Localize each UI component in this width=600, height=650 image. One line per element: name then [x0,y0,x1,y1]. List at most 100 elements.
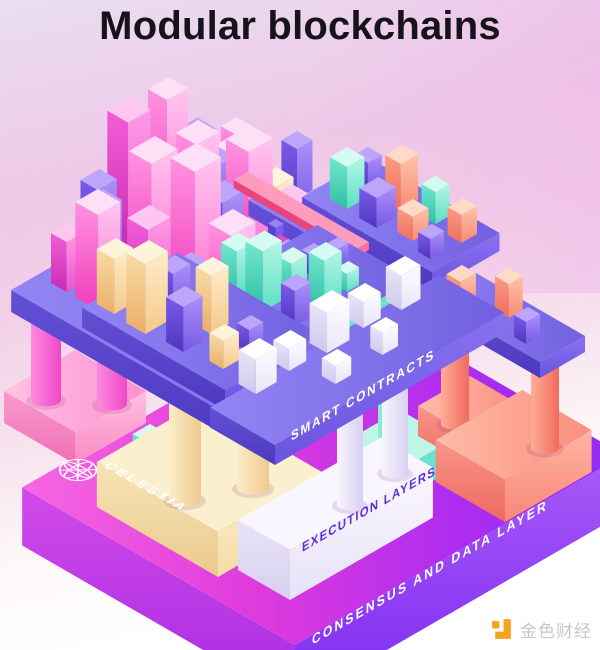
iso-face [148,217,171,315]
pillar-shadow [164,491,206,511]
iso-face [197,127,215,208]
iso-face [412,208,429,241]
iso-face [432,233,500,290]
iso-face [156,310,174,360]
iso-face [212,326,232,382]
iso-face [331,255,339,270]
iso-face [183,296,203,352]
iso-face [258,167,294,187]
iso-face [333,254,349,303]
iso-face [418,266,585,362]
iso-face [166,286,203,307]
iso-face [434,319,442,334]
iso-face [243,232,282,254]
iso-face [446,274,461,308]
iso-face [514,315,527,344]
iso-face [153,180,171,248]
iso-face [236,126,252,190]
iso-face [238,437,433,550]
celestia-logo-icon [58,458,98,482]
iso-face [297,140,313,219]
iso-face [51,233,67,292]
iso-face [434,315,450,324]
iso-face [421,176,450,192]
iso-face [180,117,215,138]
iso-face [82,307,225,410]
iso-face [101,253,140,275]
iso-face [107,110,129,248]
iso-face [75,202,98,310]
iso-face [151,149,178,279]
iso-face [132,434,150,462]
iso-face [212,147,228,201]
iso-face [96,462,218,577]
support-pillar [97,360,127,411]
iso-face [195,257,229,276]
iso-face [300,256,337,277]
iso-face [295,239,304,254]
smart-contracts-label: SMART CONTRACTS [291,346,435,444]
iso-face [336,261,359,274]
iso-face [400,154,419,210]
iso-face [145,251,168,334]
iso-face [251,362,268,401]
support-pillar [531,365,559,454]
iso-face [96,238,134,259]
iso-face [124,247,154,264]
iso-face [286,251,310,349]
iso-face [138,255,154,294]
iso-face [540,336,585,378]
iso-face [96,249,115,314]
iso-face [175,133,197,245]
iso-face [166,297,184,352]
iso-face [107,97,151,123]
iso-face [22,487,295,650]
cream-pedestal [96,372,322,577]
iso-face [355,242,369,258]
iso-face [385,267,402,310]
iso-face [209,333,224,369]
iso-face [189,264,213,347]
iso-face [273,330,307,349]
iso-face [245,295,471,447]
iso-face [170,143,221,172]
iso-face [139,300,174,320]
iso-face [370,326,383,355]
support-pillar [237,380,269,495]
iso-face [203,180,244,203]
iso-face [128,109,151,248]
pillar-shadow [526,440,564,458]
iso-face [75,391,146,464]
iso-face [238,338,277,360]
iso-face [447,207,462,243]
iso-face [208,209,256,236]
iso-face [157,255,191,274]
iso-face [348,253,367,303]
main-rollup-platform [11,77,471,447]
iso-face [11,160,471,425]
iso-face [204,290,300,361]
iso-face [97,202,121,310]
iso-face [397,199,429,217]
iso-face [194,316,232,337]
iso-face [83,200,103,281]
iso-face [363,292,381,328]
iso-face [347,293,364,328]
iso-face [378,287,387,302]
iso-face [208,223,232,331]
iso-face [96,402,322,532]
iso-face [167,88,188,230]
iso-face [198,157,216,222]
iso-face [418,292,540,378]
iso-face [231,222,256,331]
iso-face [418,376,522,436]
iso-face [195,267,212,334]
page-title: Modular blockchains [99,4,501,48]
iso-face [406,303,415,318]
iso-face [212,138,244,156]
execution-layers-label: EXECUTION LAYERS [302,463,436,555]
iso-face [238,350,256,394]
teal-rollup-platform [204,225,413,361]
iso-face [22,297,600,645]
